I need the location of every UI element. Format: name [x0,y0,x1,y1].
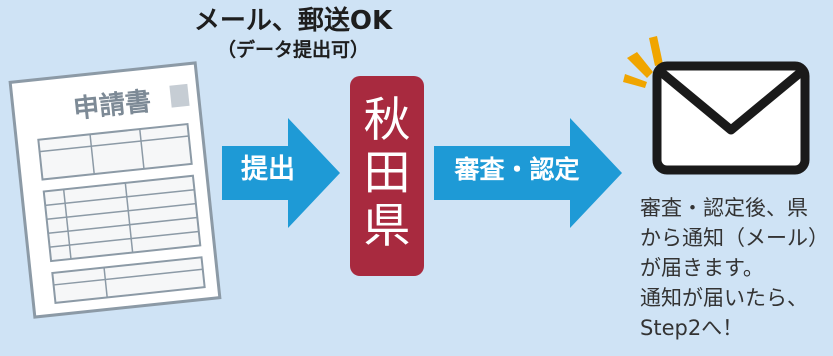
note-line-3: が届きます。 [640,256,764,280]
submit-arrow-label: 提出 [241,154,295,185]
prefecture-char-1: 秋 [363,93,411,148]
prefecture-char-3: 県 [363,199,411,254]
caption-line2: （データ提出可） [216,39,369,61]
prefecture-char-2: 田 [363,146,411,201]
top-caption: メール、郵送OK （データ提出可） [168,4,418,62]
review-arrow-label: 審査・認定 [454,155,580,184]
note-line-5: Step2へ！ [640,316,744,340]
note-line-4: 通知が届いたら、 [640,286,808,310]
akita-prefecture-box: 秋 田 県 [350,76,424,276]
notification-note: 審査・認定後、県 から通知（メール） が届きます。 通知が届いたら、 Step2… [640,193,830,343]
caption-line1: メール、郵送OK [193,6,393,36]
notification-spark-icon [623,36,663,88]
application-form-icon: 申請書 [8,61,222,319]
note-line-2: から通知（メール） [640,226,829,250]
submit-arrow [222,118,340,228]
mail-envelope-icon [623,36,810,175]
review-arrow [434,118,622,228]
note-line-1: 審査・認定後、県 [640,196,808,220]
